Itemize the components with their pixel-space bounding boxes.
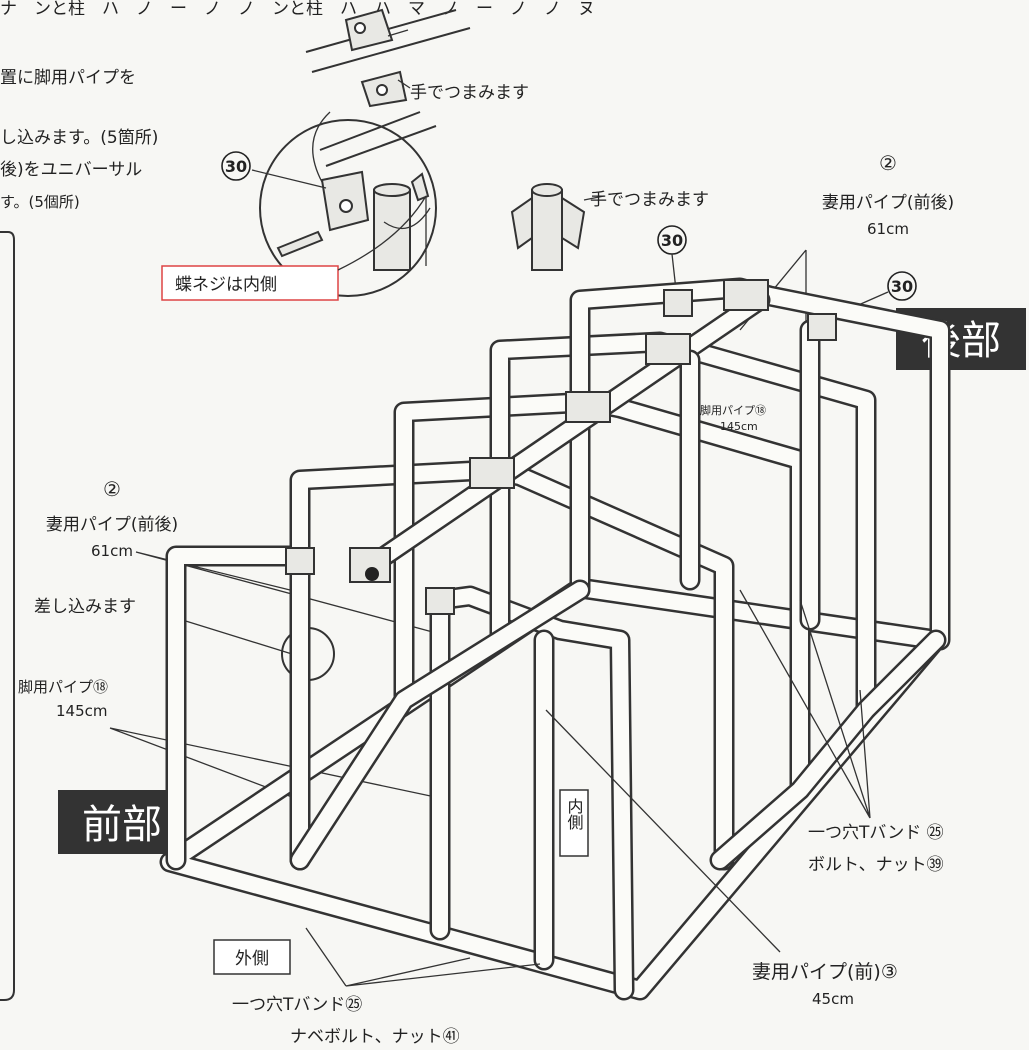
part-30-right-text: 30 bbox=[891, 277, 913, 296]
front-label-box bbox=[58, 790, 186, 854]
outer-side-label: 外側 bbox=[235, 949, 269, 969]
gable-pipe-left-label: 妻用パイプ(前後) bbox=[46, 515, 178, 535]
tband-bottom-line1: 一つ穴Tバンド㉕ bbox=[232, 995, 362, 1015]
inner-side-label: 内側 bbox=[565, 798, 584, 830]
wing-nut-label-box bbox=[161, 265, 339, 301]
instruction-line-1: 置に脚用パイプを bbox=[0, 68, 136, 88]
instruction-line-3: 後)をユニバーサル bbox=[0, 160, 142, 180]
bracket-pinch-detail-top bbox=[305, 8, 471, 108]
insert-label: 差し込みます bbox=[34, 597, 136, 617]
detail-universal-joint bbox=[259, 111, 437, 297]
gable-pipe-label: 妻用パイプ(前後) bbox=[822, 193, 954, 213]
bracket-pinch-detail-mid bbox=[510, 183, 605, 271]
top-cropped-text: ナ ンと柱 ハ ノ ー ノ ノ ンと柱 ハ ハ マ ノ ー ノ ノ ヌ bbox=[0, 0, 595, 19]
pipe-frame bbox=[159, 277, 951, 1001]
pinch-label-mid: 手でつまみます bbox=[590, 190, 709, 210]
inner-side-box bbox=[559, 789, 589, 857]
ridge-bolt-icon bbox=[365, 567, 379, 581]
pinch-label-top: 手でつまみます bbox=[410, 83, 529, 103]
gable-front-label: 妻用パイプ(前)③ bbox=[752, 961, 898, 983]
part-30-badge-right: 30 bbox=[887, 271, 917, 301]
part-30-mid-text: 30 bbox=[661, 231, 683, 250]
wing-nut-label: 蝶ネジは内側 bbox=[175, 275, 277, 295]
instruction-line-4: す。(5個所) bbox=[0, 193, 80, 211]
instruction-text: 置に脚用パイプを し込みます。(5箇所) 後)をユニバーサル す。(5個所) bbox=[0, 68, 158, 211]
tband-right-line2: ボルト、ナット㊴ bbox=[808, 855, 944, 875]
tband-right-line1: 一つ穴Tバンド ㉕ bbox=[808, 823, 944, 843]
gable-pipe-length: 61cm bbox=[867, 220, 909, 238]
gable-pipe-left-num: ② bbox=[103, 477, 121, 501]
part-30-badge-mid: 30 bbox=[657, 225, 687, 255]
gable-pipe-num: ② bbox=[879, 151, 897, 175]
outer-side-box bbox=[213, 939, 291, 975]
instruction-line-2: し込みます。(5箇所) bbox=[0, 128, 158, 148]
part-30-badge-left: 30 bbox=[221, 151, 251, 181]
pipe-joints bbox=[285, 279, 837, 615]
side-panel-frame bbox=[0, 231, 15, 1001]
gable-front-length: 45cm bbox=[812, 990, 854, 1008]
gable-pipe-left-length: 61cm bbox=[91, 542, 133, 560]
tband-bottom-line2: ナベボルト、ナット㊶ bbox=[290, 1027, 460, 1047]
part-30-left-text: 30 bbox=[225, 157, 247, 176]
leg-pipe-center-label: 脚用パイプ⑱ bbox=[700, 403, 766, 417]
front-label: 前部 bbox=[82, 802, 162, 848]
leg-pipe-center-length: 145cm bbox=[720, 420, 758, 433]
leg-pipe-left-length: 145cm bbox=[56, 702, 108, 720]
leg-pipe-left-label: 脚用パイプ⑱ bbox=[18, 678, 108, 696]
